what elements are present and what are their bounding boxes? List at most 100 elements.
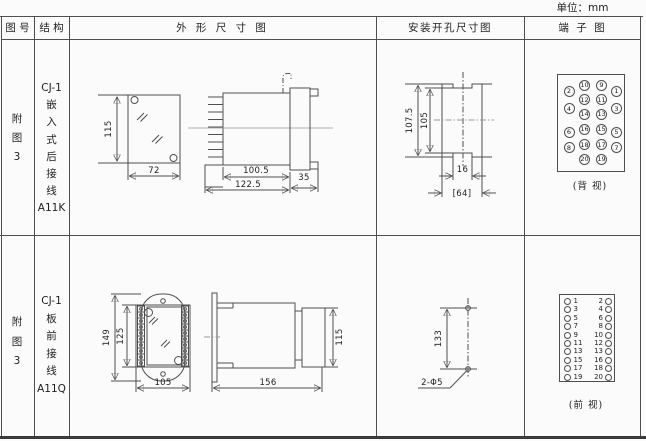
dim-overall-width: [64] [453,189,472,199]
terminal-view-label-rear: (背 视) [572,181,608,192]
terminal-num-7: 7 [573,322,578,331]
header-outline: 外 形 尺 寸 图 [176,22,269,34]
fig-char: 3 [13,355,21,367]
terminal-hole-1 [563,298,571,305]
structure-line: 嵌 [46,99,57,112]
terminal-5: 5 [611,126,622,138]
structure-line: 式 [46,133,57,146]
dim-slot-width: 16 [457,165,468,175]
terminal-hole-r12 [604,340,612,347]
row-divider [0,235,641,236]
structure-line: 板 [46,312,57,325]
terminal-hole-19 [563,373,571,381]
dim-front-height: 149 [102,329,112,346]
terminal-6: 6 [563,126,575,138]
terminal-num-19: 19 [573,372,583,381]
terminal-hole-15 [563,356,571,364]
hole-pattern-row2: 133 2-Φ5 [418,298,477,389]
extraction-hook-icon [282,73,292,93]
glass-hatch-icon [148,316,159,325]
dim-flange-depth: 35 [298,173,309,183]
terminal-num-5: 5 [573,313,578,322]
structure-line: 前 [46,330,57,342]
terminal-9: 9 [596,79,607,91]
col-divider-outline [376,16,377,436]
header-mounting: 安装开孔尺寸图 [408,22,492,34]
terminal-num-r12: 12 [594,339,603,347]
leader-line [449,370,467,389]
dim-front-width: 72 [148,166,159,176]
terminal-hole-r18 [604,365,612,373]
terminal-18: 18 [579,139,590,150]
terminal-19: 19 [596,153,607,165]
terminal-num-9: 9 [573,330,578,339]
fig-char: 附 [11,113,23,125]
structure-line: 后 [46,150,57,163]
structure-row2: CJ-1 板 前 接 线 A11Q [35,293,68,398]
unit-label: 单位：mm [556,2,609,14]
terminal-hole-r6 [604,314,612,322]
header-fig-no: 图 号 [5,22,30,34]
dim-inner-height: 125 [116,327,126,344]
terminal-hole-r4 [604,306,612,314]
fig-char: 3 [13,151,21,163]
dim-front-height: 115 [104,120,114,137]
terminal-num-r20: 20 [594,372,603,381]
col-divider-structure [69,16,70,436]
side-view-row2: 115 156 [204,292,345,392]
terminal-num-r6: 6 [598,313,603,322]
terminal-num-3: 3 [573,305,578,314]
dim-inner-height: 105 [420,112,430,129]
outline-drawing-row1: 115 72 100.5 122.5 [98,73,333,235]
front-view-row2: 149 125 105 [102,293,191,392]
terminal-15: 15 [596,123,607,135]
fig-no-row1: 附 图 3 [2,110,32,167]
terminal-hole-11 [563,340,571,347]
terminal-num-r13: 13 [594,347,603,356]
fig-char: 图 [11,335,23,348]
table-border-left [1,16,2,436]
dim-hole-spacing: 133 [434,330,444,347]
terminal-num-15: 15 [573,355,583,364]
terminal-num-r16: 16 [594,355,603,364]
dim-hole-spec: 2-Φ5 [421,378,443,388]
dim-front-width: 105 [154,378,171,388]
terminal-hole-r13 [604,348,612,356]
terminal-hole-r10 [604,331,612,339]
structure-line: 接 [46,168,57,181]
terminal-hole-r8 [604,323,612,331]
terminal-num-1: 1 [573,297,578,305]
header-divider [1,39,640,40]
terminal-10: 10 [579,79,590,91]
terminal-hole-13 [563,348,571,356]
front-view-row1: 115 72 [98,94,181,180]
terminal-num-r4: 4 [598,305,603,314]
terminal-14: 14 [579,108,590,120]
terminal-hole-r20 [604,373,612,381]
terminal-num-11: 11 [573,339,583,347]
terminal-20: 20 [579,153,590,165]
structure-line: A11K [37,202,66,215]
outline-drawing-row2: 149 125 105 115 156 [102,292,345,392]
col-divider-fig [34,16,35,436]
terminal-view-label-front: (前 视) [568,400,604,411]
table-border-top [0,16,643,17]
terminal-3: 3 [611,103,622,114]
dim-body-length: 100.5 [243,166,269,176]
terminal-hole-5 [563,314,571,322]
fig-char: 附 [11,316,23,328]
terminal-11: 11 [596,94,607,105]
col-divider-mounting [524,16,525,436]
mounting-drawing-row2: 133 2-Φ5 [418,298,477,389]
terminal-17: 17 [596,139,607,150]
terminal-13: 13 [596,108,607,120]
structure-line: 入 [46,116,57,129]
terminal-2: 2 [563,85,575,97]
structure-row1: CJ-1 嵌 入 式 后 接 线 A11K [35,80,68,218]
terminal-num-r18: 18 [594,364,603,373]
terminal-num-r2: 2 [598,297,603,305]
cutout-shape-row1: 107.5 105 16 [64] [405,72,496,199]
